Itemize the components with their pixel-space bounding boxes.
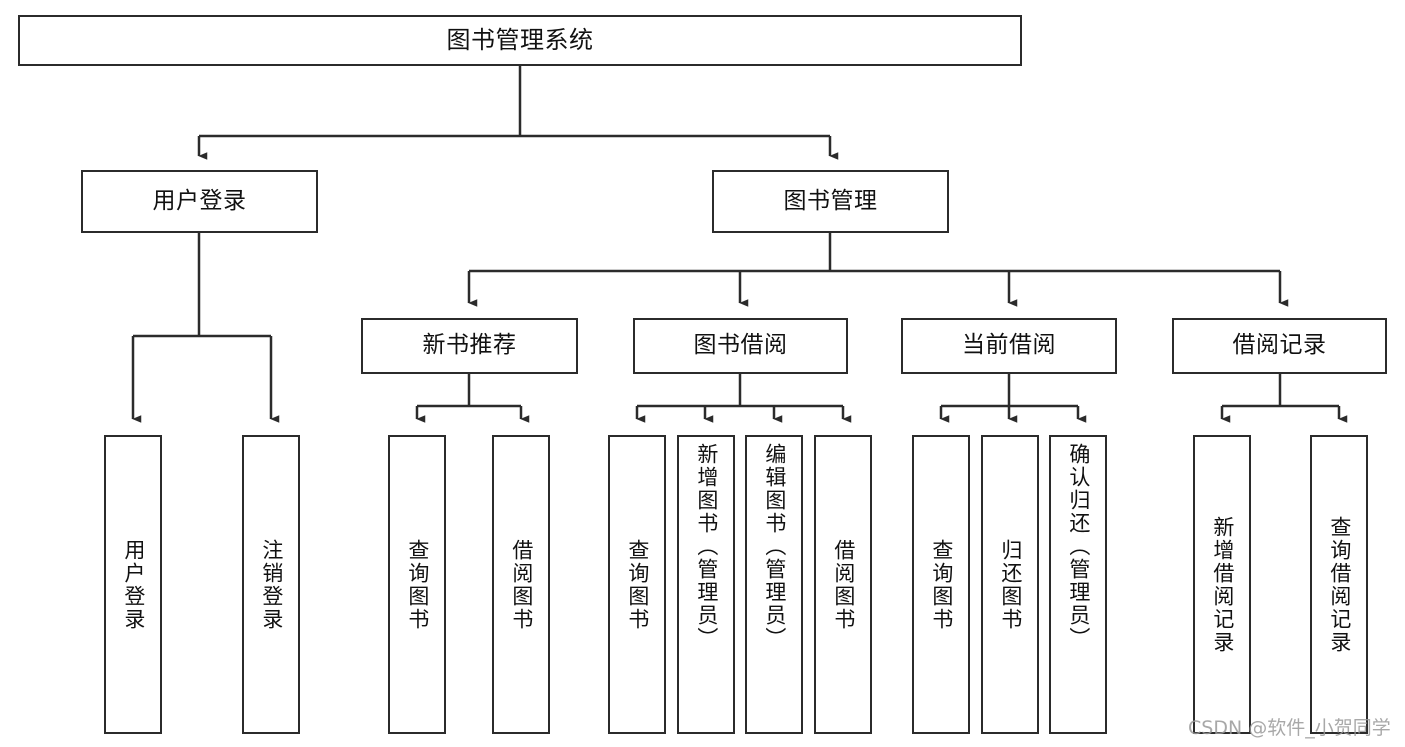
leaf-borrow-add-book-admin[interactable]: 新增图书（管理员） (677, 435, 735, 734)
node-label: 编辑图书（管理员） (762, 443, 787, 650)
node-label: 当前借阅 (962, 332, 1056, 359)
node-label: 查询图书 (929, 538, 954, 631)
node-label: 用户登录 (152, 187, 247, 214)
leaf-record-query-record[interactable]: 查询借阅记录 (1310, 435, 1368, 734)
node-new-book-recommendation[interactable]: 新书推荐 (361, 318, 578, 374)
node-label: 图书管理系统 (446, 26, 594, 55)
node-label: 归还图书 (998, 538, 1023, 631)
node-label: 新增借阅记录 (1210, 515, 1235, 654)
node-root-book-management-system[interactable]: 图书管理系统 (18, 15, 1022, 66)
node-label: 注销登录 (259, 538, 284, 631)
node-label: 用户登录 (121, 538, 146, 631)
leaf-recommend-query-book[interactable]: 查询图书 (388, 435, 446, 734)
leaf-user-login[interactable]: 用户登录 (104, 435, 162, 734)
leaf-borrow-query-book[interactable]: 查询图书 (608, 435, 666, 734)
node-borrowing-records[interactable]: 借阅记录 (1172, 318, 1387, 374)
leaf-logout[interactable]: 注销登录 (242, 435, 300, 734)
node-book-borrowing[interactable]: 图书借阅 (633, 318, 848, 374)
leaf-recommend-borrow-book[interactable]: 借阅图书 (492, 435, 550, 734)
node-label: 查询借阅记录 (1327, 515, 1352, 654)
leaf-current-return-book[interactable]: 归还图书 (981, 435, 1039, 734)
node-label: 图书借阅 (693, 332, 788, 359)
node-label: 新书推荐 (422, 332, 517, 359)
node-label: 借阅图书 (509, 538, 534, 631)
node-label: 借阅记录 (1232, 332, 1327, 359)
leaf-current-query-book[interactable]: 查询图书 (912, 435, 970, 734)
node-label: 查询图书 (625, 538, 650, 631)
leaf-borrow-edit-book-admin[interactable]: 编辑图书（管理员） (745, 435, 803, 734)
node-label: 新增图书（管理员） (694, 443, 719, 650)
leaf-current-confirm-return-admin[interactable]: 确认归还（管理员） (1049, 435, 1107, 734)
node-user-login[interactable]: 用户登录 (81, 170, 318, 233)
node-label: 确认归还（管理员） (1066, 443, 1091, 650)
node-label: 查询图书 (405, 538, 430, 631)
csdn-watermark: CSDN @软件_小贺同学 (1188, 717, 1391, 739)
node-label: 图书管理 (783, 187, 878, 214)
node-book-management[interactable]: 图书管理 (712, 170, 949, 233)
node-label: 借阅图书 (831, 538, 856, 631)
leaf-record-add-record[interactable]: 新增借阅记录 (1193, 435, 1251, 734)
node-current-borrowing[interactable]: 当前借阅 (901, 318, 1117, 374)
leaf-borrow-borrow-book[interactable]: 借阅图书 (814, 435, 872, 734)
